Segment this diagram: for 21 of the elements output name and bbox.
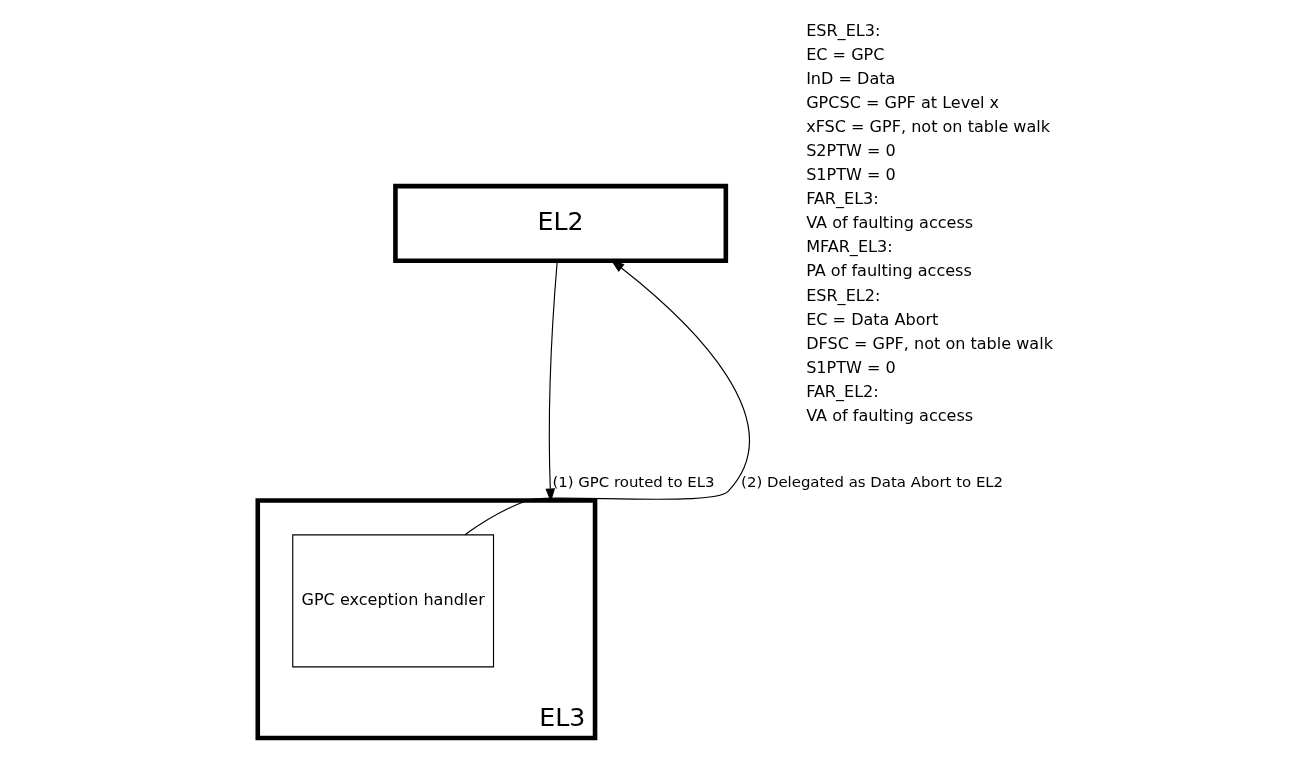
- label: EC = Data Abort: [805, 309, 938, 329]
- label: S1PTW = 0: [805, 165, 896, 185]
- node-box: EL2: [392, 183, 728, 263]
- label: FAR_EL2:: [805, 381, 879, 401]
- node-box: GPC exception handler: [291, 534, 494, 668]
- label: VA of faulting access: [805, 405, 973, 425]
- label: xFSC = GPF, not on table walk: [805, 116, 1050, 136]
- edge-label: (2) Delegated as Data Abort to EL2: [740, 473, 1003, 492]
- label: InD = Data: [805, 68, 895, 88]
- label: GPCSC = GPF at Level x: [805, 92, 999, 112]
- label: DFSC = GPF, not on table walk: [805, 333, 1053, 353]
- label: PA of faulting access: [805, 261, 972, 281]
- edge-label: (1) GPC routed to EL3: [551, 473, 715, 492]
- label: S2PTW = 0: [805, 140, 896, 160]
- label: FAR_EL3:: [805, 189, 879, 209]
- label: EC = GPC: [805, 44, 884, 64]
- label: ESR_EL2:: [805, 285, 880, 305]
- label: MFAR_EL3:: [805, 237, 893, 257]
- label: ESR_EL3:: [805, 20, 880, 40]
- label: VA of faulting access: [805, 213, 973, 233]
- label: S1PTW = 0: [805, 357, 896, 377]
